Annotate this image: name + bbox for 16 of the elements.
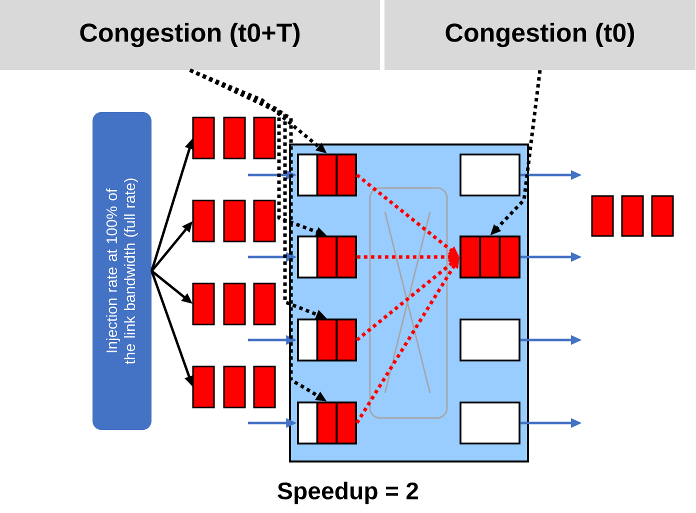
caption: Speedup = 2 [278,482,418,504]
queue-box [297,402,357,444]
packet-group [192,116,276,160]
injection-rate-box: Injection rate at 100% of the link bandwidth (full rate) [92,112,152,430]
queue-box [460,236,520,278]
packet-group [192,200,276,242]
packet-group [192,282,276,326]
congestion-label-box: Congestion (t0) [384,0,696,70]
queue-box [297,236,357,278]
congestion-label-box: Congestion (t0+T) [0,0,380,70]
queue-box [297,154,357,196]
queue-box [460,318,520,362]
queue-box [460,154,520,196]
queue-box [297,318,357,362]
packet-group [192,366,276,408]
queue-box [460,402,520,444]
